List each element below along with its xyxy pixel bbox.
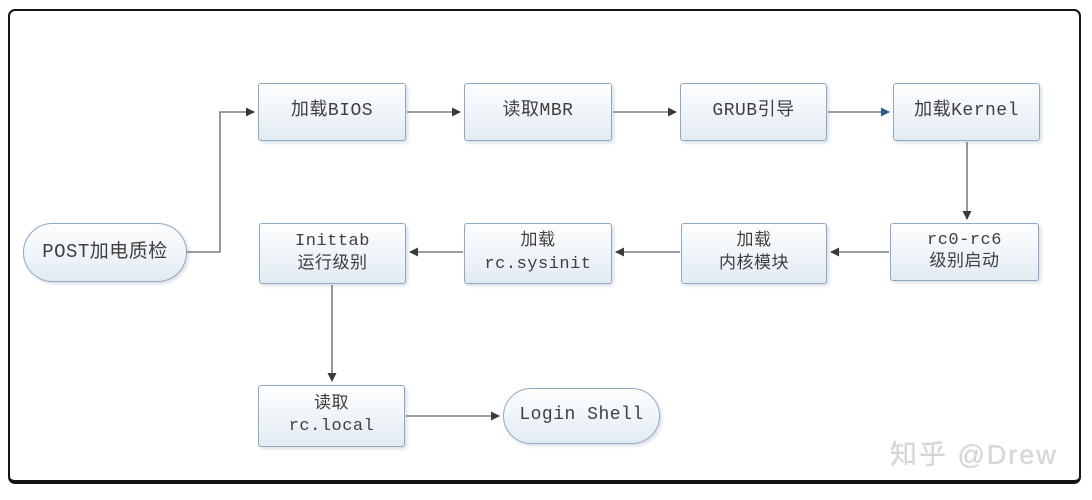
node-read-rc-local-line1: 读取 [314,394,349,414]
node-load-bios: 加载BIOS [258,83,406,141]
node-load-kernel: 加载Kernel [893,83,1040,141]
node-load-rc-sysinit-line1: 加载 [520,232,556,252]
edge-post-to-bios-arrow [187,107,255,253]
node-inittab-runlevel: Inittab 运行级别 [259,223,406,284]
node-load-kernel-modules: 加载 内核模块 [681,223,827,284]
node-load-kernel-label: 加载Kernel [914,101,1019,122]
node-login-shell-label: Login Shell [519,405,644,426]
watermark: 知乎 @Drew [890,440,1058,470]
node-inittab-runlevel-line1: Inittab [295,232,370,252]
node-rc0-rc6-levels-line1: rc0-rc6 [927,230,1002,250]
node-read-mbr-label: 读取MBR [502,101,574,122]
node-grub-boot: GRUB引导 [680,83,827,141]
node-login-shell: Login Shell [503,388,660,444]
node-rc0-rc6-levels: rc0-rc6 级别启动 [890,223,1039,281]
node-post-check: POST加电质检 [23,223,187,282]
node-rc0-rc6-levels-line2: 级别启动 [929,253,1000,272]
node-read-rc-local-line2: rc.local [288,417,375,436]
node-load-rc-sysinit-line2: rc.sysinit [484,254,592,274]
node-read-rc-local: 读取 rc.local [258,385,405,447]
node-read-mbr: 读取MBR [464,83,612,141]
node-load-bios-label: 加载BIOS [290,101,374,122]
node-post-check-label: POST加电质检 [42,241,168,264]
node-grub-boot-label: GRUB引导 [712,101,795,122]
node-inittab-runlevel-line2: 运行级别 [297,254,368,274]
node-load-rc-sysinit: 加载 rc.sysinit [464,223,612,284]
node-load-kernel-modules-line1: 加载 [736,232,772,252]
node-load-kernel-modules-line2: 内核模块 [719,254,789,274]
